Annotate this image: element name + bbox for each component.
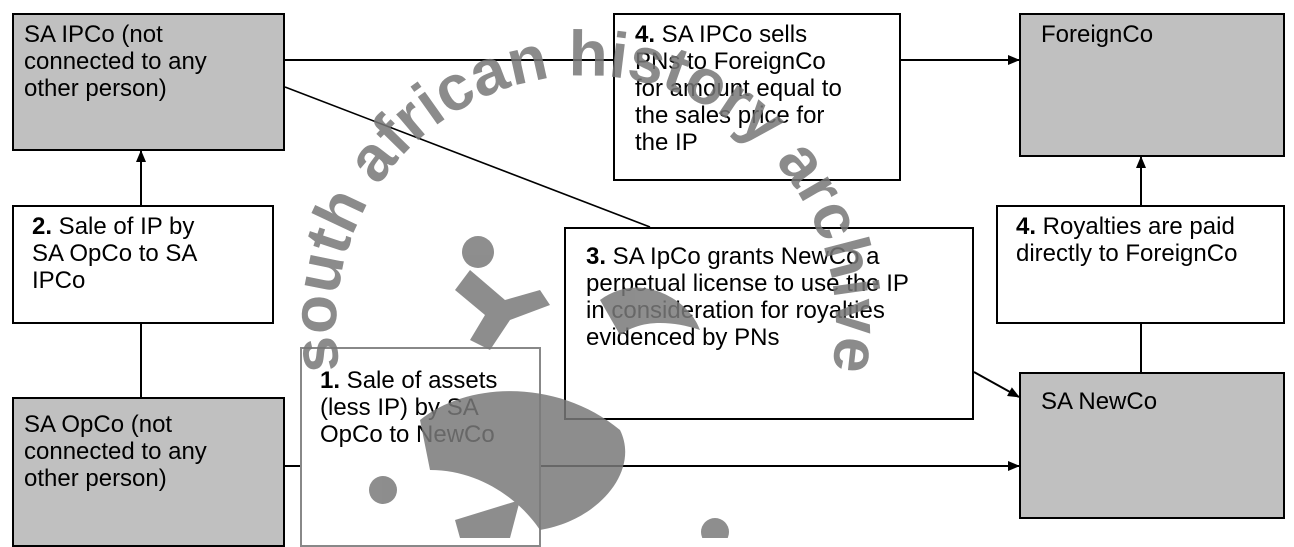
- step-3-box: 3. SA IpCo grants NewCo a perpetual lice…: [564, 227, 974, 420]
- step-1-line-3: OpCo to NewCo: [320, 421, 495, 448]
- sa-newco-label: SA NewCo: [1041, 388, 1158, 415]
- step-3-line-1: SA IpCo grants NewCo a: [606, 243, 880, 270]
- sa-ipco-line-3: other person): [24, 75, 167, 102]
- step-2-number: 2.: [32, 213, 53, 240]
- step-3-line-3: in consideration for royalties: [586, 297, 885, 324]
- ipco-to-license-box-line: [284, 86, 651, 228]
- step-2-line-2: SA OpCo to SA: [32, 240, 198, 267]
- step-1-line-2: (less IP) by SA: [320, 394, 479, 421]
- step-1-line-1: Sale of assets: [340, 367, 498, 394]
- step-2-line-3: IPCo: [32, 267, 86, 294]
- sa-ipco-line-1: SA IPCo (not: [24, 21, 163, 48]
- step-4-royalty-line-1: Royalties are paid: [1036, 213, 1235, 240]
- sa-ipco-line-2: connected to any: [24, 48, 207, 75]
- sa-opco-line-3: other person): [24, 465, 167, 492]
- step-4-sale-line-4: the sales price for: [635, 102, 825, 129]
- step-4-sale-line-5: the IP: [635, 129, 698, 156]
- step-3-line-2: perpetual license to use the IP: [586, 270, 909, 297]
- step-2-box: 2. Sale of IP by SA OpCo to SA IPCo: [12, 205, 274, 324]
- sa-opco-line-2: connected to any: [24, 438, 207, 465]
- foreignco-label: ForeignCo: [1041, 21, 1154, 48]
- step-4-royalty-line-2: directly to ForeignCo: [1016, 240, 1238, 267]
- sa-opco-box: SA OpCo (not connected to any other pers…: [12, 397, 285, 547]
- step-4-sale-line-1: SA IPCo sells: [655, 21, 808, 48]
- step-2-line-1: Sale of IP by: [52, 213, 195, 240]
- step-4-royalty-box: 4. Royalties are paid directly to Foreig…: [996, 205, 1285, 324]
- license-to-newco-arrow: [973, 371, 1020, 398]
- step-4-royalty-number: 4.: [1016, 213, 1037, 240]
- step-1-box: 1. Sale of assets (less IP) by SA OpCo t…: [300, 347, 541, 547]
- step-4-sale-line-2: PNs to ForeignCo: [635, 48, 826, 75]
- sa-opco-line-1: SA OpCo (not: [24, 411, 173, 438]
- step-3-number: 3.: [586, 243, 607, 270]
- sa-ipco-box: SA IPCo (not connected to any other pers…: [12, 13, 285, 151]
- step-4-sale-line-3: for amount equal to: [635, 75, 842, 102]
- foreignco-box: ForeignCo: [1019, 13, 1285, 157]
- step-3-line-4: evidenced by PNs: [586, 324, 780, 351]
- step-4-sale-box: 4. SA IPCo sells PNs to ForeignCo for am…: [613, 13, 901, 181]
- step-4-sale-number: 4.: [635, 21, 656, 48]
- step-1-number: 1.: [320, 367, 341, 394]
- sa-newco-box: SA NewCo: [1019, 372, 1285, 519]
